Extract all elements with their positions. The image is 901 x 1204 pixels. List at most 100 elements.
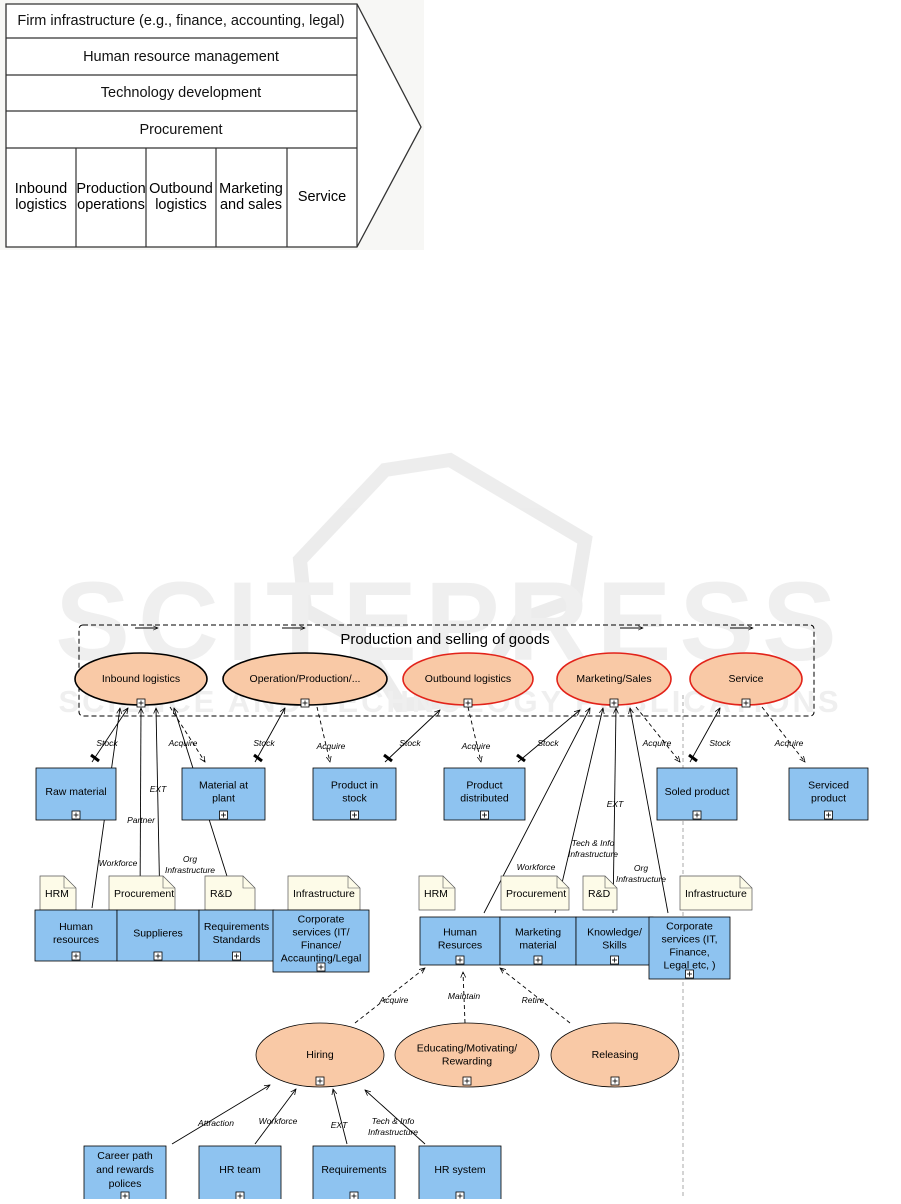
expand-icon[interactable] (350, 810, 359, 820)
expand-icon[interactable] (480, 810, 489, 820)
state-label: Serviced (808, 779, 849, 791)
support-label: Supplieres (133, 927, 183, 939)
support-tab[interactable]: R&D (582, 875, 618, 911)
expand-icon[interactable] (610, 955, 619, 965)
hr-resource-2[interactable]: Requirements (312, 1145, 396, 1204)
support-left-1[interactable]: Supplieres (116, 909, 200, 962)
state-label: Material at (199, 779, 248, 791)
expand-icon[interactable] (692, 810, 702, 820)
support-tab[interactable]: Infrastructure (287, 875, 361, 911)
support-tab[interactable]: HRM (39, 875, 77, 911)
support-activity-label: Technology development (101, 85, 261, 101)
primary-activity-label: Inbound (15, 181, 67, 197)
support-tab[interactable]: R&D (204, 875, 256, 911)
expand-icon[interactable] (300, 698, 310, 708)
state-label: Raw material (45, 786, 106, 798)
expand-icon[interactable] (463, 698, 473, 708)
process-0[interactable]: Inbound logistics (74, 652, 208, 708)
connector (612, 708, 616, 914)
stock-mark (383, 753, 393, 763)
hr-processes: HiringEducating/Motivating/RewardingRele… (255, 1022, 680, 1088)
support-label: Human (443, 926, 477, 938)
expand-icon[interactable] (349, 1191, 359, 1201)
expand-icon[interactable] (136, 698, 146, 708)
tab-label: R&D (588, 888, 611, 900)
support-right-2[interactable]: Knowledge/Skills (575, 916, 654, 966)
value-chain-support-activities: Firm infrastructure (e.g., finance, acco… (17, 13, 344, 138)
hr-process-2[interactable]: Releasing (550, 1022, 680, 1088)
process-1[interactable]: Operation/Production/... (222, 652, 388, 708)
support-activity-label: Human resource management (83, 49, 279, 65)
connector (384, 710, 440, 763)
support-tab[interactable]: Procurement (108, 875, 176, 911)
state-label: stock (342, 792, 367, 804)
flow-label: Acquire (461, 741, 491, 751)
expand-icon[interactable] (232, 951, 241, 961)
flow-label: Tech & Info (372, 1116, 415, 1126)
state-box-4[interactable]: Soled product (656, 767, 738, 821)
expand-icon[interactable] (609, 698, 619, 708)
expand-icon[interactable] (315, 1076, 325, 1086)
primary-activity: Service (298, 189, 346, 205)
expand-icon[interactable] (455, 1191, 465, 1201)
hr-process-0[interactable]: Hiring (255, 1022, 385, 1088)
expand-icon[interactable] (71, 951, 81, 961)
support-tab[interactable]: Procurement (500, 875, 570, 911)
hr-process-1[interactable]: Educating/Motivating/Rewarding (394, 1022, 540, 1088)
expand-icon[interactable] (153, 951, 163, 961)
expand-icon[interactable] (455, 955, 465, 965)
expand-icon[interactable] (741, 698, 751, 708)
expand-icon[interactable] (610, 1076, 620, 1086)
flow-label: EXT (331, 1120, 348, 1130)
support-tab[interactable]: Infrastructure (679, 875, 753, 911)
process-2[interactable]: Outbound logistics (402, 652, 534, 708)
support-tabs: HRM Procurement R&D Infrastructure HRM Procur… (39, 875, 753, 911)
support-label: Finance, (669, 946, 709, 958)
connector (635, 706, 680, 762)
expand-icon[interactable] (219, 810, 228, 820)
support-tab[interactable]: HRM (418, 875, 456, 911)
process-label: Marketing/Sales (576, 673, 651, 685)
process-label: Service (728, 673, 763, 685)
expand-icon[interactable] (824, 810, 833, 820)
connector (689, 708, 720, 763)
flow-label: Acquire (774, 738, 804, 748)
hr-resource-1[interactable]: HR team (198, 1145, 282, 1204)
stock-mark (90, 753, 100, 763)
hr-resource-3[interactable]: HR system (418, 1145, 502, 1204)
tab-label: Infrastructure (685, 888, 747, 900)
tab-label: Procurement (506, 888, 566, 900)
process-4[interactable]: Service (689, 652, 803, 708)
expand-icon[interactable] (71, 810, 81, 820)
expand-icon[interactable] (685, 969, 694, 979)
flow-label: Infrastructure (368, 1127, 418, 1137)
expand-icon[interactable] (235, 1191, 245, 1201)
process-3[interactable]: Marketing/Sales (556, 652, 672, 708)
expand-icon[interactable] (533, 955, 543, 965)
connector (169, 706, 205, 762)
expand-icon[interactable] (316, 962, 326, 972)
expand-icon[interactable] (462, 1076, 472, 1086)
state-label: Product in (331, 779, 378, 791)
expand-icon[interactable] (120, 1191, 130, 1201)
connector (630, 708, 669, 914)
primary-activity-label: Service (298, 189, 346, 205)
connector (467, 706, 481, 762)
state-label: plant (212, 792, 235, 804)
state-box-0[interactable]: Raw material (35, 767, 117, 821)
